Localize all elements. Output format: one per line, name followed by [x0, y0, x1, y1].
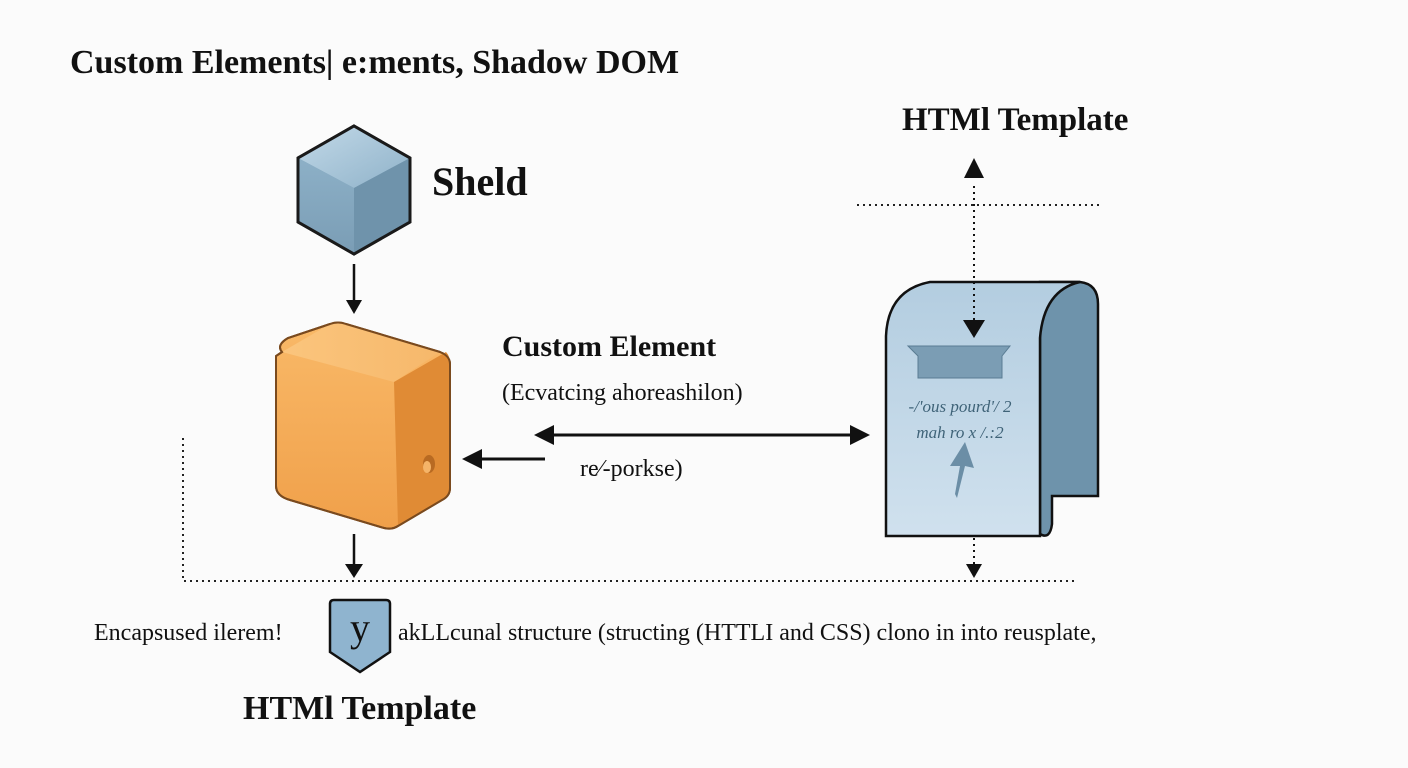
template-doc-line: mah ro x /.:2	[916, 423, 1004, 442]
shield-label: Sheld	[432, 159, 528, 204]
template-badge-icon	[328, 598, 392, 674]
document-scroll-icon	[884, 280, 1100, 538]
custom-element-label: Custom Element	[502, 330, 717, 363]
footer-left-text: Encapsused ilerem!	[94, 620, 283, 646]
template-top-label: HTMl Template	[902, 102, 1129, 138]
dotted-boundary	[182, 204, 1101, 582]
diagram-title: Custom Elements| e:ments, Shadow DOM	[70, 44, 680, 81]
template-dotted-connector	[963, 158, 985, 578]
arrow-shield-to-element	[346, 264, 362, 314]
template-doc-line: -/'ous pourd'/ 2	[908, 397, 1012, 416]
badge-glyph: y	[350, 605, 370, 650]
bidirectional-arrow	[534, 425, 870, 445]
arrow-to-element	[462, 449, 545, 469]
edge-label: re⁄-porkse)	[580, 456, 683, 482]
arrow-element-down	[345, 534, 363, 578]
footer-right-text: akLLcunal structure (structing (HTTLI an…	[398, 620, 1097, 646]
template-doc-text: -/'ous pourd'/ 2 mah ro x /.:2	[898, 394, 1022, 446]
template-bottom-label: HTMl Template	[243, 690, 477, 727]
blue-cube-icon	[296, 124, 412, 256]
orange-box-icon	[275, 321, 451, 530]
custom-element-sublabel: (Ecvatcing ahoreashilon)	[502, 380, 743, 406]
